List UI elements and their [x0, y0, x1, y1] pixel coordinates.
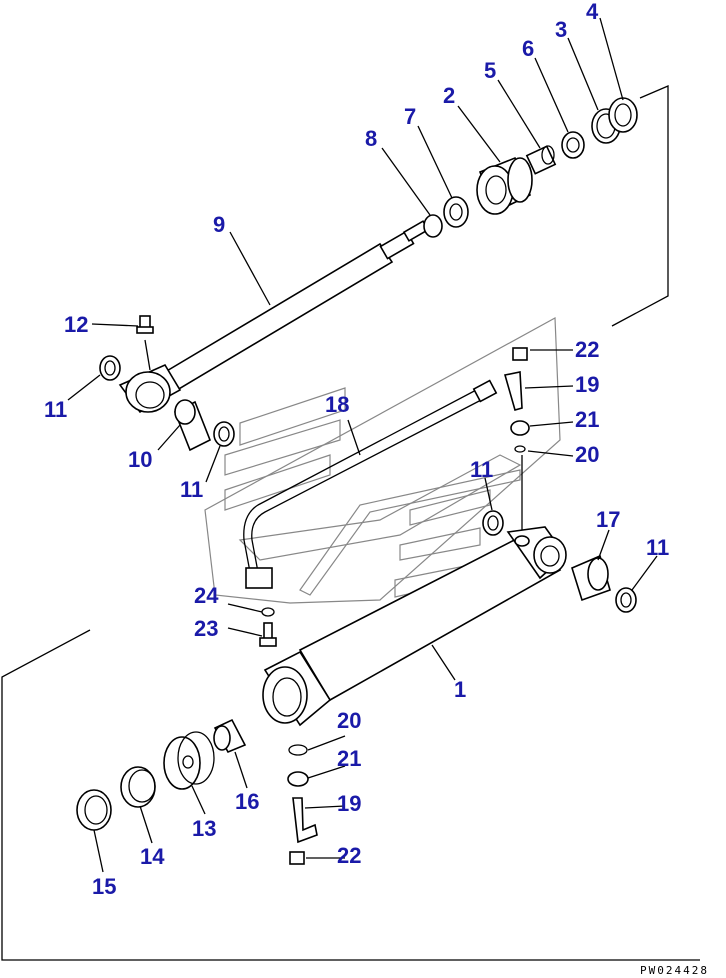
callout-16: 16	[235, 789, 259, 814]
cylinder-tube	[262, 510, 567, 727]
callout-4: 4	[586, 0, 599, 24]
wear-ring	[443, 196, 469, 228]
frame-lines	[1, 85, 700, 961]
callout-21-upper: 21	[575, 407, 599, 432]
piston-head	[476, 156, 533, 215]
mounting-plate-outline	[204, 317, 561, 604]
callout-20-lower: 20	[337, 708, 361, 733]
callout-24: 24	[194, 583, 219, 608]
callout-labels: 4 3 6 5 2 7 8 9 12 11 10 11 18 22 19 21 …	[44, 0, 669, 899]
callout-11-cylinder: 11	[470, 457, 493, 482]
callout-5: 5	[484, 58, 496, 83]
callout-19-upper: 19	[575, 372, 599, 397]
head-bushing	[525, 145, 557, 175]
lower-fittings	[287, 744, 318, 865]
dust-seal	[608, 97, 638, 133]
callout-11-rod-end-right: 11	[180, 477, 203, 502]
callout-7: 7	[404, 104, 416, 129]
callout-6: 6	[522, 36, 534, 61]
callout-18: 18	[325, 392, 349, 417]
cylinder-bottom-bushings	[571, 554, 637, 613]
callout-11-rod-end: 11	[44, 397, 67, 422]
callout-20-upper: 20	[575, 442, 599, 467]
snap-ring	[423, 214, 443, 238]
hydraulic-tube	[243, 379, 498, 589]
upper-fittings	[503, 347, 530, 530]
callout-23: 23	[194, 616, 218, 641]
piston-rod	[118, 220, 430, 414]
callout-17: 17	[596, 507, 620, 532]
callout-9: 9	[213, 212, 225, 237]
callout-22-upper: 22	[575, 337, 599, 362]
lower-components	[76, 718, 247, 831]
callout-1: 1	[454, 677, 466, 702]
drawing-code: PW024428	[640, 964, 709, 977]
callout-12: 12	[64, 312, 88, 337]
rod-end-bushings	[99, 355, 235, 452]
leader-lines	[67, 17, 658, 873]
callout-21-lower: 21	[337, 746, 361, 771]
callout-8: 8	[365, 126, 377, 151]
callout-10: 10	[128, 447, 152, 472]
callout-14: 14	[140, 844, 165, 869]
rod-seal	[561, 131, 585, 159]
callout-2: 2	[443, 83, 455, 108]
callout-3: 3	[555, 17, 567, 42]
callout-15: 15	[92, 874, 116, 899]
callout-13: 13	[192, 816, 216, 841]
clamp-bolt	[259, 607, 277, 647]
callout-11-bottom: 11	[646, 535, 669, 560]
callout-22-lower: 22	[337, 843, 361, 868]
callout-19-lower: 19	[337, 791, 361, 816]
